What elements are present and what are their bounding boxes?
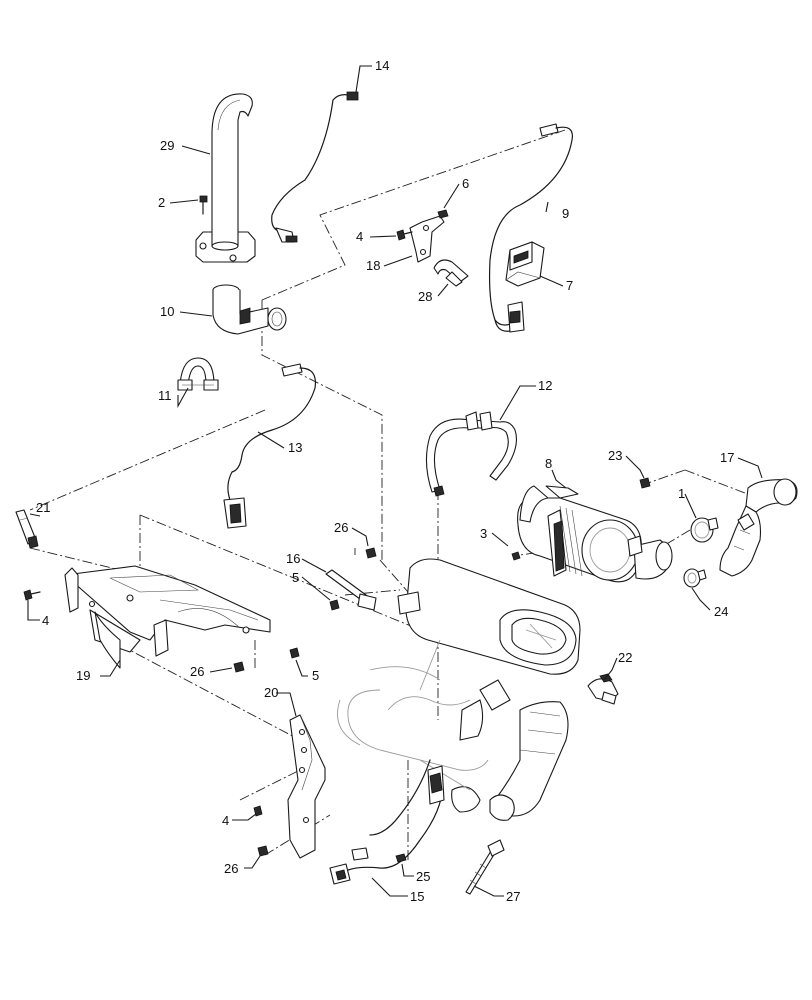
sensor-wire-part-14: [271, 91, 359, 243]
callout-5-lower: 5: [312, 668, 319, 683]
bolt-part-4-left: [23, 589, 41, 601]
intake-hose-part-17: [719, 478, 798, 577]
bolt-part-4-lower: [253, 805, 263, 817]
callout-28: 28: [418, 289, 432, 304]
sensor-part-21: [15, 509, 39, 549]
callout-4-left: 4: [42, 613, 49, 628]
callout-13: 13: [288, 440, 302, 455]
nut-part-26-upper: [365, 547, 377, 559]
bolt-part-23: [639, 477, 651, 489]
tank-strap-part-12: [425, 411, 517, 497]
callout-8: 8: [545, 456, 552, 471]
bolt-part-5-right: [289, 647, 300, 659]
callout-9: 9: [562, 206, 569, 221]
callout-4-lower: 4: [222, 813, 229, 828]
callout-24: 24: [714, 604, 728, 619]
hose-clamp-part-24: [683, 568, 707, 588]
callout-22: 22: [618, 650, 632, 665]
bolt-part-2: [199, 195, 208, 215]
callout-26-upper: 26: [334, 520, 348, 535]
callout-11: 11: [158, 388, 172, 403]
bolt-part-5-left: [329, 599, 340, 611]
clamp-part-22: [587, 673, 619, 705]
exhaust-stack-part-29: [195, 93, 256, 263]
callout-20: 20: [264, 685, 278, 700]
bracket-part-18: [409, 215, 445, 263]
callout-19: 19: [76, 668, 90, 683]
assembly-lines: [29, 129, 751, 860]
hose-clamp-part-1: [690, 517, 719, 543]
bolt-part-3: [511, 551, 521, 561]
callout-21: 21: [36, 500, 50, 515]
air-cleaner-part-8: [517, 485, 673, 583]
callout-10: 10: [160, 304, 174, 319]
callout-3: 3: [480, 526, 487, 541]
callout-29: 29: [160, 138, 174, 153]
callout-15: 15: [410, 889, 424, 904]
callout-4-top: 4: [356, 229, 363, 244]
callout-25: 25: [416, 869, 430, 884]
bolt-part-4-top: [396, 229, 413, 241]
muffler-body: [337, 558, 581, 821]
callout-26-middle: 26: [190, 664, 204, 679]
nut-part-26-lower: [257, 845, 269, 857]
bracket-part-20: [287, 714, 326, 859]
callout-18: 18: [366, 258, 380, 273]
callout-1: 1: [678, 486, 685, 501]
callout-labels: 14 29 2 6 9 4 18 7 28 10 11 12 13 23 17 …: [36, 58, 734, 904]
sensor-wire-part-13: [223, 363, 317, 529]
clamp-part-11: [177, 357, 219, 391]
callout-6: 6: [462, 176, 469, 191]
rod-part-16: [325, 569, 377, 611]
callout-23: 23: [608, 448, 622, 463]
nut-part-26-middle: [233, 661, 245, 673]
callout-16: 16: [286, 551, 300, 566]
nut-part-6: [437, 209, 449, 219]
callout-17: 17: [720, 450, 734, 465]
rod-part-27: [465, 839, 505, 895]
callout-27: 27: [506, 889, 520, 904]
strap-clamp-part-28: [433, 259, 469, 287]
sensor-wire-part-9: [488, 123, 574, 333]
callout-26-lower: 26: [224, 861, 238, 876]
elbow-pipe-part-10: [212, 284, 287, 335]
bolt-part-25: [395, 853, 407, 863]
callout-7: 7: [566, 278, 573, 293]
leader-lines: [27, 65, 763, 897]
callout-5-upper: 5: [292, 570, 299, 585]
sensor-wire-part-15: [329, 759, 445, 885]
control-module-part-7: [505, 241, 545, 287]
mounting-bracket-part-19: [64, 565, 271, 669]
callout-2: 2: [158, 195, 165, 210]
callout-14: 14: [375, 58, 389, 73]
callout-12: 12: [538, 378, 552, 393]
